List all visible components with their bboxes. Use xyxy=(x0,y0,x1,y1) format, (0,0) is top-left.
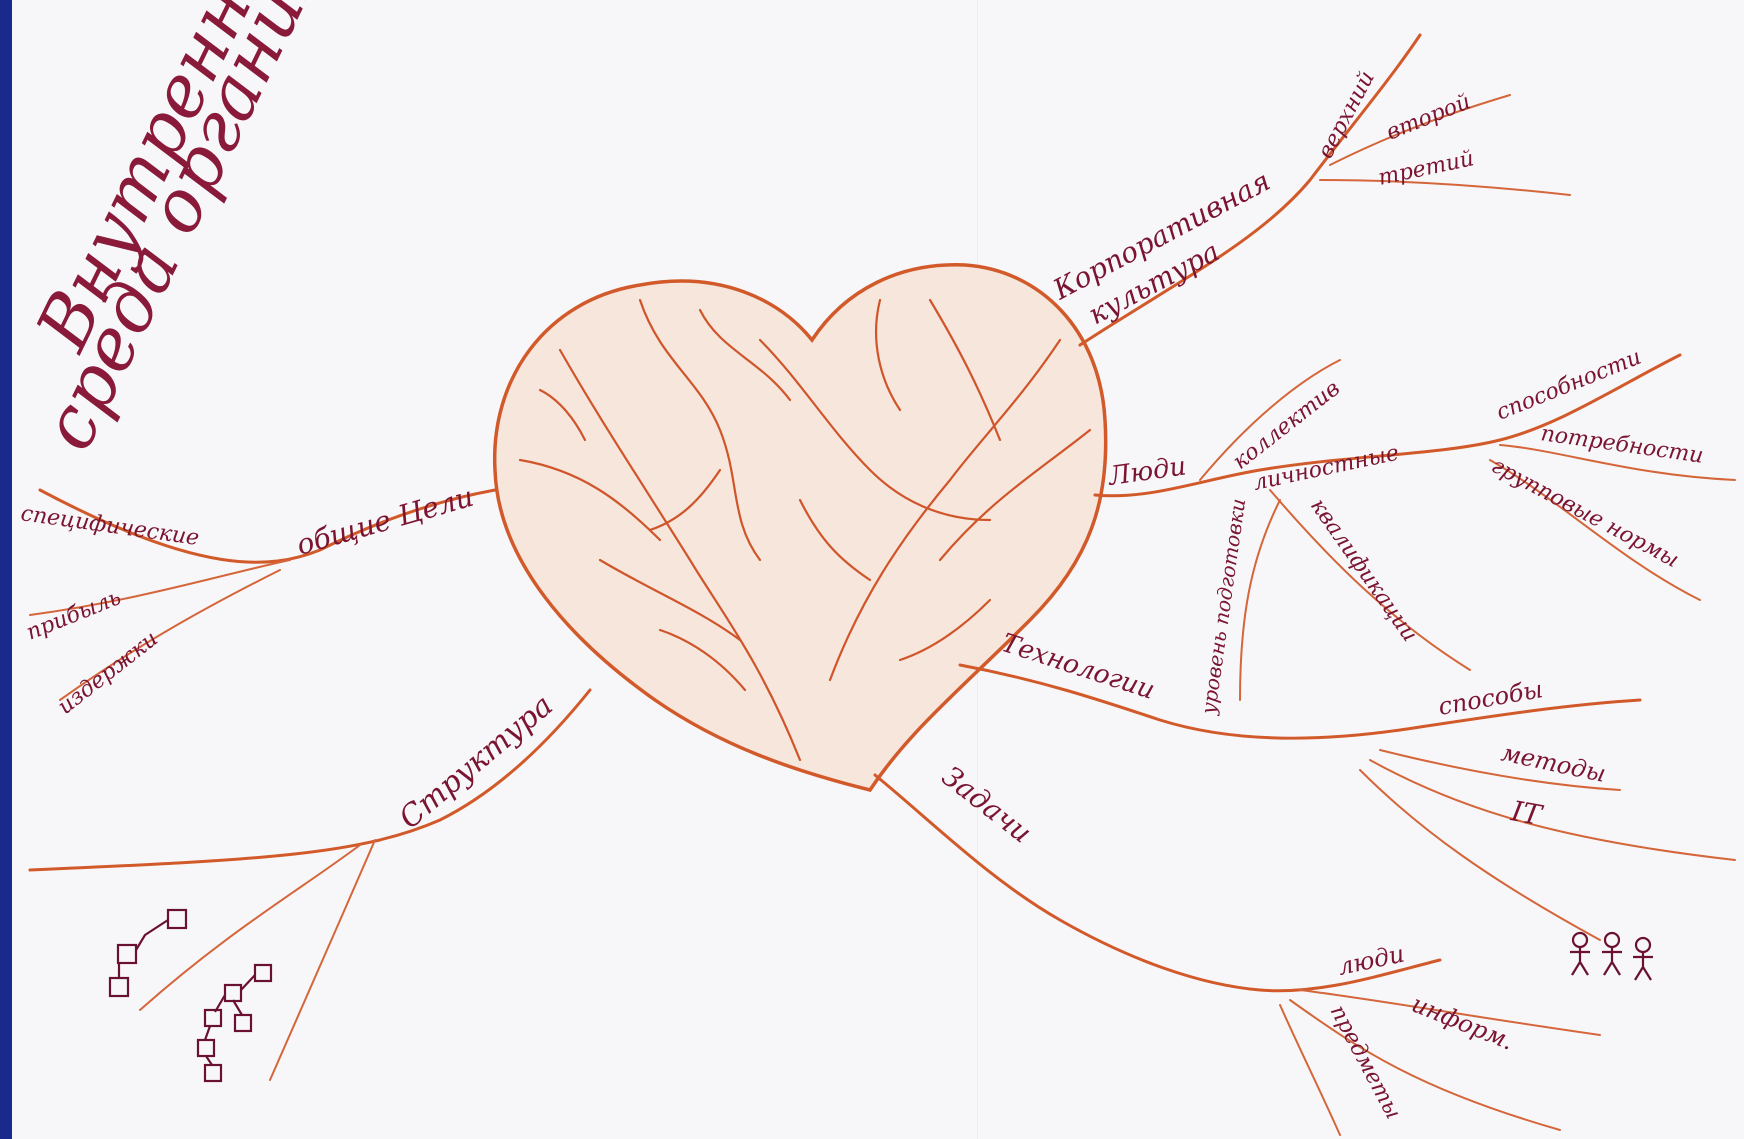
label-tasks: Задачи xyxy=(936,760,1038,850)
branch-technology: Технологии способы методы IT xyxy=(960,628,1735,940)
label-common-goals: общие Цели xyxy=(293,480,477,562)
branch-people: Люди коллектив личностные способности по… xyxy=(1095,345,1735,717)
label-objects: предметы xyxy=(1325,1001,1406,1123)
branch-structure: Структура xyxy=(30,688,590,1081)
label-qualification: квалификации xyxy=(1305,494,1422,646)
label-upper: верхний xyxy=(1313,67,1380,163)
label-methods: методы xyxy=(1499,738,1609,787)
label-people: Люди xyxy=(1105,451,1188,492)
label-needs: потребности xyxy=(1539,421,1705,469)
label-people-task: люди xyxy=(1335,940,1406,981)
org-chart-icon xyxy=(110,910,271,1081)
label-information: информ. xyxy=(1408,990,1518,1056)
label-second: второй xyxy=(1383,89,1474,145)
label-ways: способы xyxy=(1436,675,1545,721)
label-specific: специфические xyxy=(19,501,201,551)
label-structure: Структура xyxy=(393,688,560,836)
heart-icon xyxy=(495,265,1106,790)
branch-corporate-culture: Корпоративная культура верхний второй тр… xyxy=(1047,35,1570,345)
branch-goals: общие Цели специфические прибыль издержк… xyxy=(19,480,495,720)
label-training-level: уровень подготовки xyxy=(1196,497,1250,717)
stick-figures-icon xyxy=(1570,933,1653,980)
label-costs: издержки xyxy=(53,626,163,719)
label-profit: прибыль xyxy=(23,585,125,646)
